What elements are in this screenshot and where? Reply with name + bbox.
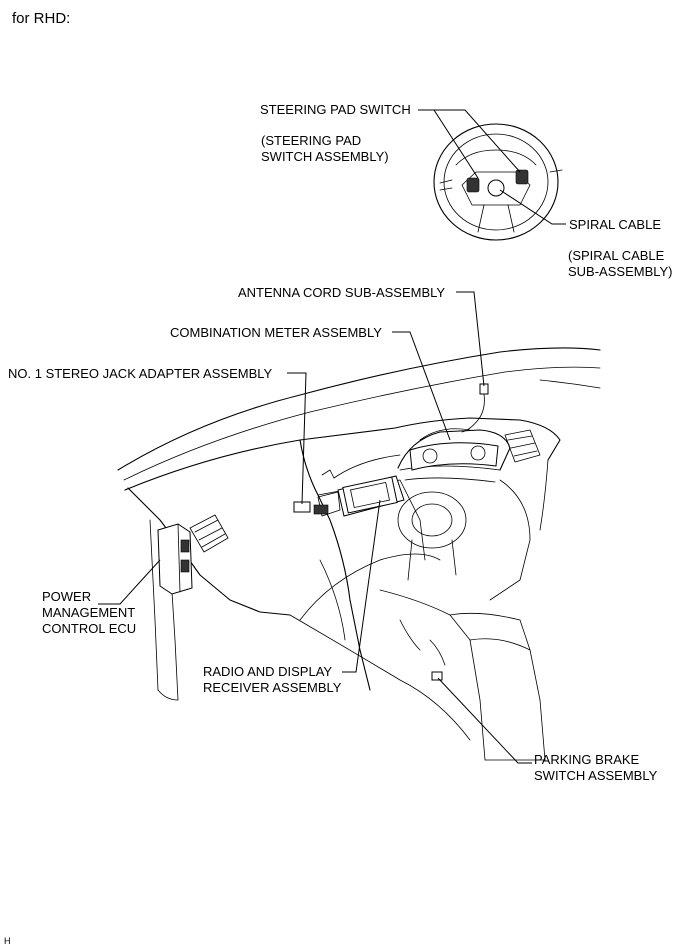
label-steering-pad-switch-assembly: (STEERING PAD SWITCH ASSEMBLY) (261, 133, 389, 164)
label-power-management-ecu: POWER MANAGEMENT CONTROL ECU (42, 589, 137, 636)
label-antenna-cord: ANTENNA CORD SUB-ASSEMBLY (238, 285, 446, 300)
leader-lines (98, 109, 566, 764)
stereo-jack-adapter-part (293, 501, 329, 515)
radio-display-receiver-part (317, 454, 405, 517)
antenna-cord-part (461, 383, 489, 433)
label-combination-meter: COMBINATION METER ASSEMBLY (170, 325, 382, 340)
steering-wheel-illustration (433, 123, 563, 241)
label-stereo-jack-adapter: NO. 1 STEREO JACK ADAPTER ASSEMBLY (8, 366, 273, 381)
label-steering-pad-switch: STEERING PAD SWITCH (260, 102, 411, 117)
dashboard-illustration (117, 347, 601, 761)
label-spiral-cable: SPIRAL CABLE (569, 217, 662, 232)
label-parking-brake-switch: PARKING BRAKE SWITCH ASSEMBLY (534, 752, 658, 783)
label-radio-display-receiver: RADIO AND DISPLAY RECEIVER ASSEMBLY (203, 664, 342, 695)
parking-brake-switch-part (431, 671, 443, 681)
combination-meter-part (409, 428, 499, 471)
power-management-ecu-part (157, 523, 193, 595)
label-spiral-cable-sub-assembly: (SPIRAL CABLE SUB-ASSEMBLY) (568, 248, 673, 279)
page-title: for RHD: (12, 10, 71, 27)
figure-code: H (4, 936, 11, 946)
